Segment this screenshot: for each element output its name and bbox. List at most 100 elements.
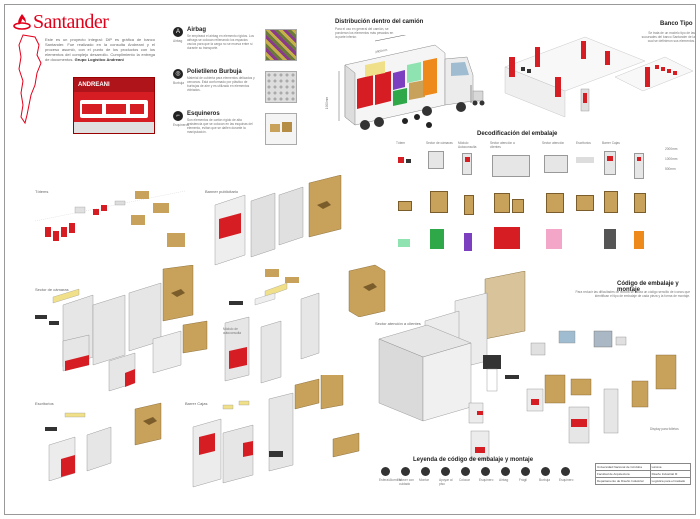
legend-label-4: Colocar [459, 478, 470, 482]
section-totem-title: Tótems [35, 189, 49, 194]
selfservice-box [348, 264, 386, 317]
legend-bar: Esfera/Atornillar Mover con cuidado Mont… [379, 467, 591, 489]
desks-exploded-view [45, 402, 162, 481]
airbag-text: Se empleará el airbag en elemento rígido… [187, 34, 254, 50]
decod-col-attention-clients: Sector atención a clientes [490, 141, 515, 149]
legend-label-5: Esquinero [479, 478, 494, 482]
truck-title: Distribución dentro del camión [335, 19, 424, 25]
bubble-photo [265, 71, 297, 103]
scale-label-2000: 2000mm [665, 147, 678, 151]
drawing-sheet: Santander Este es un proyecto integral: … [4, 4, 696, 515]
corner-icon-label: Esquineros [173, 123, 189, 127]
decod-box-totem [398, 201, 412, 211]
decod-product-totem-seat [406, 159, 411, 163]
decod-product-display [634, 153, 644, 179]
legend-fragile-icon [521, 467, 530, 476]
cameras-exploded-view [35, 265, 208, 392]
flame-icon [13, 14, 31, 30]
truck-description: Para el uso en general del camión, se po… [335, 27, 394, 39]
section-attention-title: Sector atención a clientes [375, 321, 421, 326]
decod-color-cameras [430, 229, 444, 249]
decod-product-counter [604, 151, 616, 175]
legend-corner2-icon [561, 467, 570, 476]
legend-label-2: Montar [419, 478, 429, 482]
decod-box-attention-a [494, 193, 510, 213]
decod-product-desk [576, 157, 594, 163]
airbag-title: Airbag [187, 27, 207, 33]
banner-exploded-view [214, 175, 342, 266]
packaging-code-title: Código de embalaje y montaje [617, 281, 679, 293]
display-label: Display para folletos [650, 427, 679, 431]
corners-photo [265, 113, 297, 145]
legend-label-0: Esfera/Atornillar [379, 478, 402, 482]
corner-icon: ⌐ [173, 111, 183, 121]
decod-color-display [634, 231, 644, 249]
decod-product-attention-clients [492, 155, 530, 177]
airbag-photo [265, 29, 297, 61]
bank-title: Banco Tipo [660, 21, 693, 27]
decod-col-cameras: Sector de cámaras [426, 141, 453, 145]
decod-product-cameras [428, 151, 444, 169]
legend-care-icon [401, 467, 410, 476]
section-cameras-title: Sector de cámaras [35, 287, 69, 292]
tb-university: Universidad Nacional de Córdoba [595, 463, 651, 471]
argentina-map [18, 34, 42, 125]
legend-title: Leyenda de código de embalaje y montaje [413, 457, 534, 463]
legend-label-8: Burbuja [539, 478, 550, 482]
decod-box-attention-b [512, 199, 524, 213]
scale-label-500: 500mm [665, 167, 676, 171]
materials-column: A Airbag Airbag Se empleará el airbag en… [173, 27, 298, 153]
decod-color-attention-clients [494, 227, 520, 249]
airbag-icon-label: Airbag [173, 39, 183, 43]
packaging-code-text: Para reducir las dificultades de lectura… [575, 290, 690, 298]
legend-bubble-icon [541, 467, 550, 476]
decod-box-counter [604, 191, 618, 213]
decod-box-selfservice [464, 195, 474, 215]
decod-col-selfservice: Módulo Autoconsulta [458, 141, 477, 149]
selfservice-exploded-view [224, 269, 320, 384]
section-counter-title: Barrer Cajas [185, 401, 208, 406]
legend-mount-icon [421, 467, 430, 476]
attention-exploded-view [378, 271, 592, 460]
intro-text: Este es un proyecto integral: DiP es grá… [45, 37, 155, 62]
legend-label-1: Mover con cuidado [399, 478, 414, 486]
counter-exploded-view [192, 375, 360, 488]
scale-label-1000: 1000mm [665, 157, 678, 161]
decod-col-counter: Barrer Cajas [602, 141, 620, 145]
decodification-title: Decodificación del embalaje [477, 131, 558, 137]
legend-place-icon [461, 467, 470, 476]
tb-school: Facultad de Arquitectura [595, 470, 651, 478]
decod-product-totem-chairs [398, 157, 404, 163]
decod-box-cameras [430, 191, 448, 213]
decod-col-attention: Sector atención [542, 141, 565, 145]
bank-layout-diagram [504, 36, 694, 118]
decod-product-selfservice [462, 153, 472, 175]
height-scale: 2000mm 1000mm 500mm [665, 147, 677, 171]
decod-product-attention [544, 155, 568, 173]
santander-logo [13, 13, 31, 36]
decod-color-counter [604, 229, 616, 249]
legend-screw-icon [381, 467, 390, 476]
legend-airbag-icon [501, 467, 510, 476]
packaging-code-diagram [593, 330, 677, 434]
decod-col-totem: Tótem [396, 141, 406, 145]
photo-label: ANDREANI [78, 82, 110, 88]
section-banner-title: Banner publicitario [205, 189, 239, 194]
material-bubble: ◎ Burbuja Polietileno Burbuja Material d… [173, 69, 298, 111]
corners-title: Esquineros [187, 111, 220, 117]
material-corners: ⌐ Esquineros Esquineros Son elementos de… [173, 111, 298, 153]
brand-name: Santander [33, 11, 109, 33]
legend-label-7: Frágil [519, 478, 527, 482]
tb-subject: Diseño Industrial III [649, 470, 692, 478]
decod-color-attention [546, 229, 562, 249]
tb-department: Departamento de Diseño Industrial [595, 477, 651, 485]
truck-diagram [338, 35, 474, 130]
tb-sheet: Lámina [649, 463, 692, 471]
decod-box-display [634, 193, 646, 213]
selfservice-label: Módulo de autoconsulta [223, 327, 242, 335]
andreani-truck-photo: ANDREANI [73, 77, 155, 134]
legend-label-6: Airbag [499, 478, 509, 482]
legend-corner-icon [481, 467, 490, 476]
bubble-icon: ◎ [173, 69, 183, 79]
